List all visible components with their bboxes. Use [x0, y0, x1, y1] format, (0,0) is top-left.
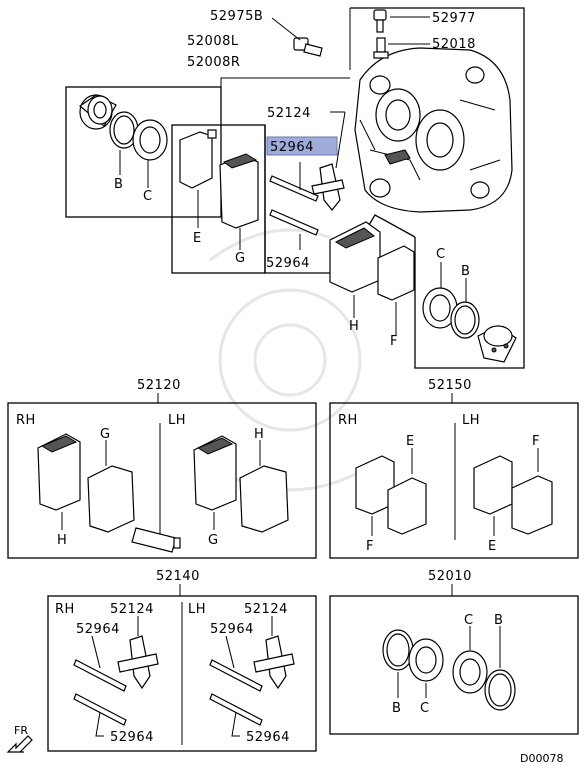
pad-e-52150-rh	[387, 477, 427, 535]
label-52018: 52018	[432, 37, 476, 52]
label-c-right: C	[436, 247, 446, 262]
label-f-52150-rh: F	[366, 539, 374, 554]
label-52124-lh: 52124	[244, 602, 288, 617]
label-f-top: F	[390, 334, 398, 349]
pad-e-52150-lh	[473, 455, 513, 515]
label-g-52120-lh: G	[208, 533, 219, 548]
kit-52150-label: 52150	[428, 378, 472, 393]
label-h-52120-lh: H	[254, 427, 264, 442]
label-b-52010-b: B	[494, 613, 503, 628]
guide-pins	[269, 175, 319, 236]
label-g-52120-rh: G	[100, 427, 111, 442]
label-52964a-rh: 52964	[76, 622, 120, 637]
label-c-52010-a: C	[420, 701, 430, 716]
kit-52010-label: 52010	[428, 569, 472, 584]
seal-b-52010-a	[382, 629, 414, 671]
label-52964-mid: 52964	[266, 256, 310, 271]
label-e-52150-rh: E	[406, 434, 415, 449]
kit-52140-lh: LH	[188, 602, 206, 617]
diagram-code: D00078	[520, 752, 563, 765]
pad-h-52120-lh	[239, 465, 289, 533]
label-52008l: 52008L	[187, 34, 239, 49]
seal-b-right	[450, 301, 480, 339]
leader-lines-top	[119, 16, 467, 335]
seal-c-52010-a	[408, 638, 444, 682]
highlight-52964	[266, 136, 338, 156]
label-b-52010-a: B	[392, 701, 401, 716]
seal-b-52010-b	[484, 669, 516, 711]
kit-52140: 52140 RH LH 52124 52964 52964 52	[47, 569, 317, 752]
label-52975b: 52975B	[210, 9, 263, 24]
grease-tube	[131, 527, 181, 553]
kit-52010: 52010 B C C B	[329, 569, 579, 735]
label-e-52150-lh: E	[488, 539, 497, 554]
mounting-bolt	[293, 37, 323, 57]
kit-52150-lh: LH	[462, 413, 480, 428]
fitting	[373, 37, 389, 59]
pad-h-52120-rh	[37, 433, 81, 511]
label-h-top: H	[349, 319, 359, 334]
label-52977: 52977	[432, 11, 476, 26]
kit-52120-rh: RH	[16, 413, 36, 428]
anti-rattle-clip	[311, 163, 345, 211]
caliper-assembly: 52975B 52008L 52008R 52977 52018 52124 5…	[65, 7, 525, 369]
label-b-right: B	[461, 264, 470, 279]
label-h-52120-rh: H	[57, 533, 67, 548]
label-c-52010-b: C	[464, 613, 474, 628]
label-52124-top: 52124	[267, 106, 311, 121]
label-e-top: E	[193, 231, 202, 246]
seal-b-left	[109, 111, 139, 149]
front-label: FR	[14, 724, 28, 737]
pins-52140-lh	[209, 659, 263, 726]
pad-g-52120-lh	[193, 435, 237, 511]
pad-g-52120-rh	[87, 465, 135, 533]
clip-52140-rh	[117, 635, 159, 690]
label-52964b-lh: 52964	[246, 730, 290, 745]
caliper-body	[354, 47, 513, 213]
pins-52140-rh	[73, 659, 127, 726]
label-b-top: B	[114, 177, 123, 192]
kit-52140-rh: RH	[55, 602, 75, 617]
kit-52120-lh: LH	[168, 413, 186, 428]
pad-f-top	[377, 245, 415, 301]
seal-c-right	[422, 287, 458, 329]
kit-52120: 52120 RH LH G H H G	[7, 378, 317, 559]
label-52964b-rh: 52964	[110, 730, 154, 745]
pad-e-top	[179, 129, 217, 189]
seal-c-52010-b	[452, 650, 488, 694]
label-52964a-lh: 52964	[210, 622, 254, 637]
label-52008r: 52008R	[187, 55, 240, 70]
kit-52120-label: 52120	[137, 378, 181, 393]
kit-52150-rh: RH	[338, 413, 358, 428]
front-direction-arrow-icon	[6, 735, 33, 753]
piston-left	[79, 94, 117, 130]
label-g-top: G	[235, 251, 246, 266]
pad-h-top	[329, 221, 381, 293]
kit-52140-label: 52140	[156, 569, 200, 584]
label-52124-rh: 52124	[110, 602, 154, 617]
piston-right	[477, 325, 517, 363]
label-f-52150-lh: F	[532, 434, 540, 449]
pad-g-top	[219, 153, 259, 229]
kit-52150: 52150 RH LH E F F E	[329, 378, 579, 559]
label-52964-highlight: 52964	[270, 140, 314, 155]
clip-52140-lh	[253, 635, 295, 690]
pad-f-52150-lh	[511, 475, 553, 535]
seal-c-left	[132, 119, 168, 161]
bleeder-screw	[373, 9, 387, 33]
label-c-top: C	[143, 189, 153, 204]
